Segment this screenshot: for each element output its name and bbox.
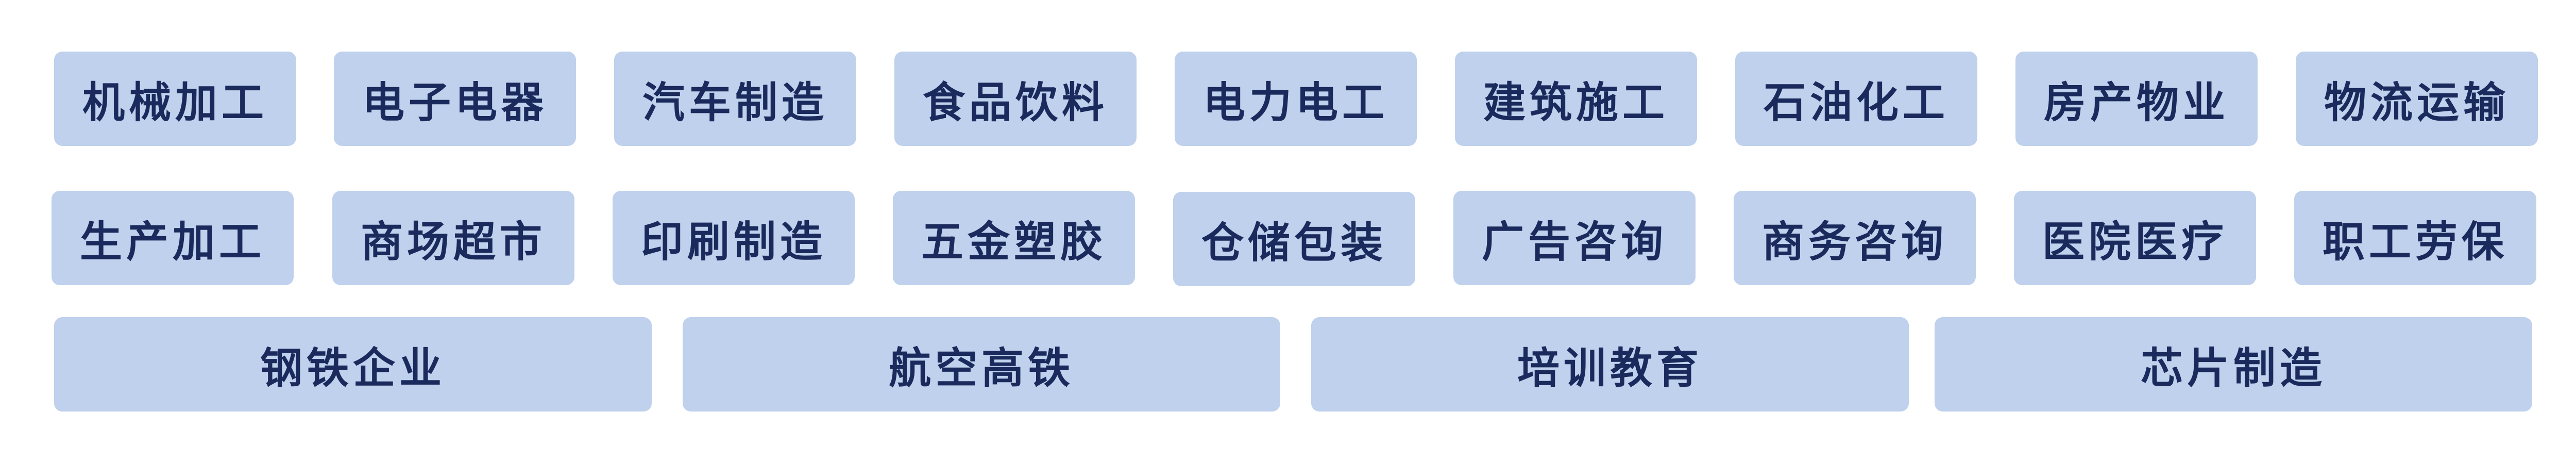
tag-industry[interactable]: 石油化工 — [1735, 52, 1977, 146]
tag-industry[interactable]: 生产加工 — [52, 191, 294, 285]
tag-industry[interactable]: 汽车制造 — [614, 52, 856, 146]
tag-industry[interactable]: 钢铁企业 — [54, 317, 652, 412]
tag-industry[interactable]: 芯片制造 — [1935, 317, 2532, 412]
tag-industry[interactable]: 仓储包装 — [1173, 192, 1415, 286]
tag-industry[interactable]: 广告咨询 — [1453, 191, 1696, 285]
tag-industry[interactable]: 商务咨询 — [1734, 191, 1976, 285]
tag-industry[interactable]: 职工劳保 — [2294, 191, 2536, 285]
tag-industry[interactable]: 电力电工 — [1175, 52, 1417, 146]
tag-industry[interactable]: 建筑施工 — [1455, 52, 1697, 146]
tag-industry[interactable]: 食品饮料 — [894, 52, 1137, 146]
tag-industry[interactable]: 五金塑胶 — [893, 191, 1135, 285]
tag-industry[interactable]: 机械加工 — [54, 52, 296, 146]
tag-industry[interactable]: 医院医疗 — [2014, 191, 2256, 285]
tag-industry[interactable]: 房产物业 — [2015, 52, 2258, 146]
tag-industry[interactable]: 培训教育 — [1311, 317, 1909, 412]
tag-industry[interactable]: 物流运输 — [2296, 52, 2538, 146]
tag-industry[interactable]: 商场超市 — [332, 191, 574, 285]
tag-industry[interactable]: 航空高铁 — [683, 317, 1280, 412]
tag-industry[interactable]: 印刷制造 — [613, 191, 855, 285]
tag-industry[interactable]: 电子电器 — [334, 52, 576, 146]
